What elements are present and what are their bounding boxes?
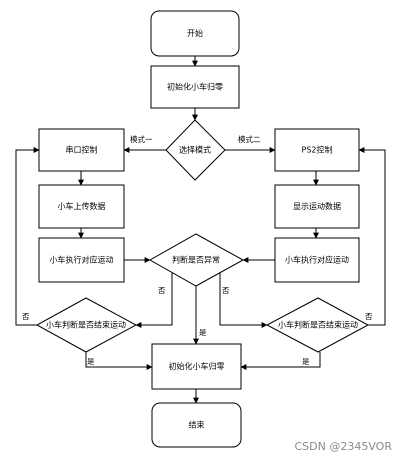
edge-labels: 模式一 模式二 否 否 是 否 否 是 是 [22, 134, 373, 366]
node-select-mode: 选择模式 [165, 119, 226, 181]
node-ps2-control: PS2控制 [274, 128, 360, 172]
node-end-label: 结束 [189, 420, 205, 430]
node-init-top-label: 初始化小车归零 [167, 82, 223, 92]
label-mode-one: 模式一 [130, 134, 153, 144]
node-init-top: 初始化小车归零 [150, 65, 240, 109]
node-judge-abnormal: 判断是否异常 [148, 233, 245, 287]
node-exec-left: 小车执行对应运动 [38, 237, 125, 283]
node-ps2-control-label: PS2控制 [302, 145, 333, 155]
node-exec-right-label: 小车执行对应运动 [285, 255, 349, 265]
node-end-check-right-label: 小车判断是否结束运动 [278, 320, 358, 330]
label-abnormal-yes: 是 [199, 328, 207, 337]
node-select-mode-label: 选择模式 [179, 145, 211, 155]
node-exec-left-label: 小车执行对应运动 [50, 255, 114, 265]
edge-right-check-loop [358, 147, 386, 326]
label-left-not-end: 否 [22, 312, 30, 321]
node-end-check-left-label: 小车判断是否结束运动 [46, 320, 126, 330]
node-start: 开始 [150, 10, 240, 57]
label-right-end-yes: 是 [302, 357, 310, 366]
node-serial-control: 串口控制 [38, 128, 125, 172]
node-upload-data: 小车上传数据 [38, 184, 125, 229]
label-right-not-end: 否 [365, 312, 373, 321]
label-left-end-yes: 是 [87, 357, 95, 366]
edge-left-check-loop [15, 147, 40, 326]
node-start-label: 开始 [187, 28, 203, 38]
edge-judge-to-left-check [135, 271, 173, 328]
node-end-check-right: 小车判断是否结束运动 [265, 297, 370, 353]
watermark: CSDN @2345VOR [295, 440, 393, 453]
node-init-bottom-label: 初始化小车归零 [169, 361, 225, 371]
node-serial-control-label: 串口控制 [66, 145, 98, 155]
edge-judge-to-right-check [219, 271, 268, 328]
node-end-check-left: 小车判断是否结束运动 [35, 297, 138, 353]
node-show-data: 显示运动数据 [274, 184, 360, 229]
node-init-bottom: 初始化小车归零 [151, 343, 242, 390]
node-exec-right: 小车执行对应运动 [274, 237, 360, 283]
edge-left-check-to-init [85, 352, 153, 370]
node-judge-abnormal-label: 判断是否异常 [172, 255, 220, 265]
label-no-abnormal-left: 否 [158, 286, 166, 295]
node-show-data-label: 显示运动数据 [293, 201, 341, 211]
connectors [15, 56, 386, 404]
label-mode-two: 模式二 [238, 134, 261, 144]
edge-right-check-to-init [240, 352, 321, 370]
node-upload-data-label: 小车上传数据 [58, 201, 106, 211]
label-no-abnormal-right: 否 [222, 286, 230, 295]
node-end: 结束 [151, 402, 242, 448]
